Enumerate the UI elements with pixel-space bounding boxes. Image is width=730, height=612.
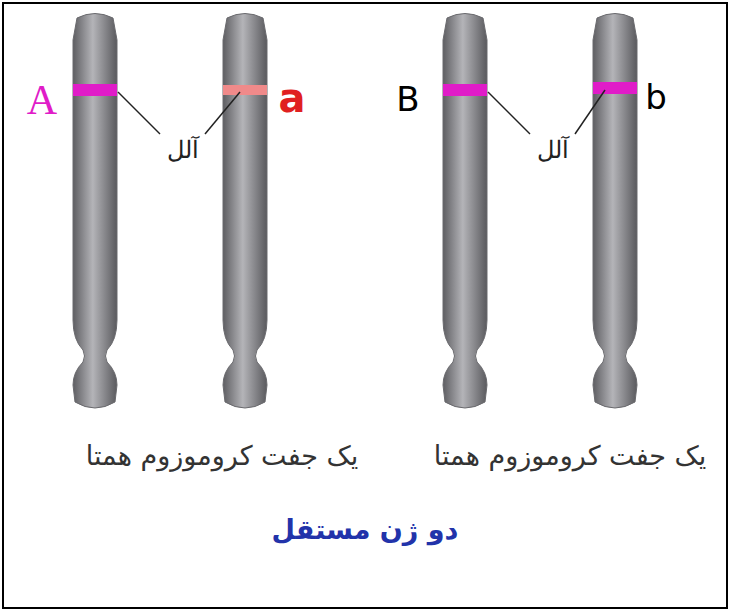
- leader-line: [575, 90, 605, 134]
- allele-band: [443, 84, 487, 96]
- pair-label: یک جفت کروموزوم همتا: [86, 441, 359, 471]
- leader-line: [118, 92, 160, 134]
- allele-label: آلل: [167, 137, 199, 163]
- pair-label: یک جفت کروموزوم همتا: [434, 441, 707, 471]
- allele-label: آلل: [537, 137, 569, 163]
- allele-band: [73, 84, 117, 96]
- chromosome: [73, 14, 117, 409]
- leader-line: [205, 92, 240, 134]
- allele-letter: B: [396, 81, 419, 118]
- allele-letter: b: [645, 79, 667, 116]
- allele-band: [593, 82, 637, 94]
- leader-line: [488, 92, 530, 134]
- chromosome: [443, 14, 487, 409]
- caption: دو ژن مستقل: [272, 515, 459, 545]
- allele-letter: a: [279, 76, 306, 120]
- allele-band: [223, 85, 267, 95]
- frame: [3, 3, 727, 608]
- chromosome: [223, 14, 267, 409]
- allele-letter: A: [27, 77, 57, 123]
- chromosome: [593, 14, 637, 409]
